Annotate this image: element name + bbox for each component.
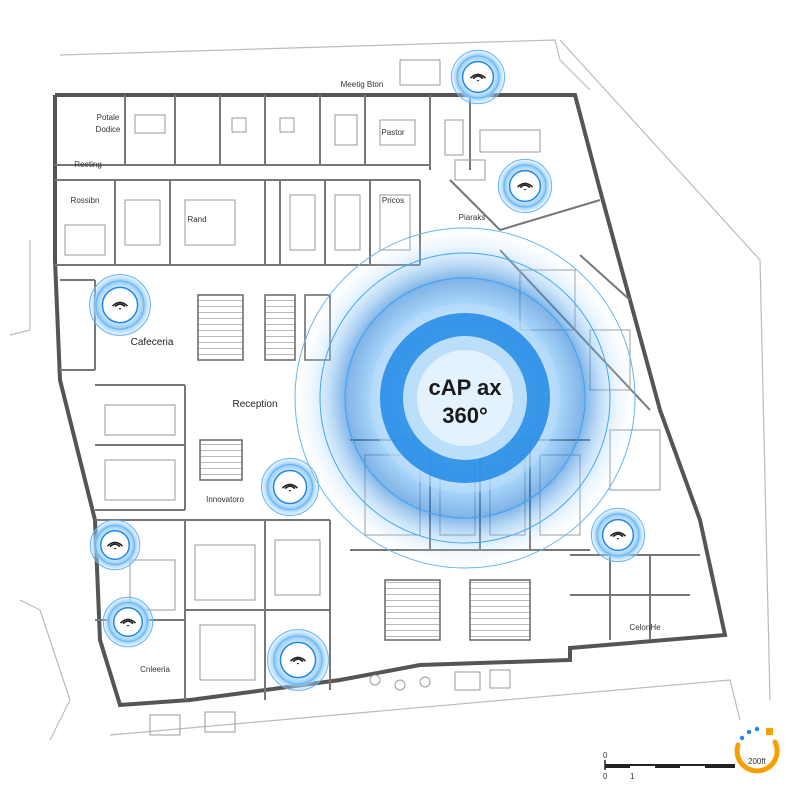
scale-zero-top: 0 bbox=[603, 751, 608, 760]
hero-title: cAP ax bbox=[429, 375, 503, 400]
room-label-colonhe: CelonHe bbox=[629, 623, 661, 632]
room-label-potale-line1: Potale bbox=[97, 113, 120, 122]
room-labels: Meetig Bton Potale Dodice Pastor Reeting… bbox=[71, 80, 662, 674]
wifi-icon bbox=[89, 519, 141, 571]
brand-logo-icon bbox=[734, 726, 780, 774]
site-outline bbox=[9, 39, 771, 741]
room-label-reception: Reception bbox=[232, 399, 277, 410]
room-label-innovation: Innovatoro bbox=[206, 495, 244, 504]
room-label-meeting-top: Meetig Bton bbox=[341, 80, 384, 89]
room-label-pastor: Pastor bbox=[381, 128, 404, 137]
access-points bbox=[88, 49, 646, 692]
room-label-potale-line2: Dodice bbox=[96, 125, 121, 134]
wifi-icon bbox=[590, 507, 646, 563]
scale-bar: 0 0 1 200ft bbox=[603, 751, 767, 781]
building-walls bbox=[53, 93, 728, 708]
room-label-reeting: Reeting bbox=[74, 160, 102, 169]
room-label-rand: Rand bbox=[187, 215, 206, 224]
room-label-piaraks: Piaraks bbox=[459, 213, 486, 222]
scale-zero-bottom: 0 bbox=[603, 772, 608, 781]
wifi-icon bbox=[450, 49, 506, 105]
scale-distance: 200ft bbox=[748, 757, 767, 766]
wifi-icon bbox=[88, 273, 152, 337]
wifi-icon bbox=[102, 596, 154, 648]
cap-ax-coverage bbox=[294, 227, 636, 569]
wifi-icon bbox=[266, 628, 330, 692]
room-label-cafeteria: Cafeceria bbox=[131, 337, 174, 348]
hero-subtitle: 360° bbox=[442, 403, 488, 428]
scale-one: 1 bbox=[630, 772, 635, 781]
wifi-icon bbox=[260, 457, 320, 517]
wifi-icon bbox=[497, 158, 553, 214]
stairwells bbox=[197, 294, 531, 641]
room-label-cnleeria: Cnleeria bbox=[140, 665, 170, 674]
room-label-rossibn: Rossibn bbox=[71, 196, 100, 205]
room-label-pricos: Pricos bbox=[382, 196, 404, 205]
